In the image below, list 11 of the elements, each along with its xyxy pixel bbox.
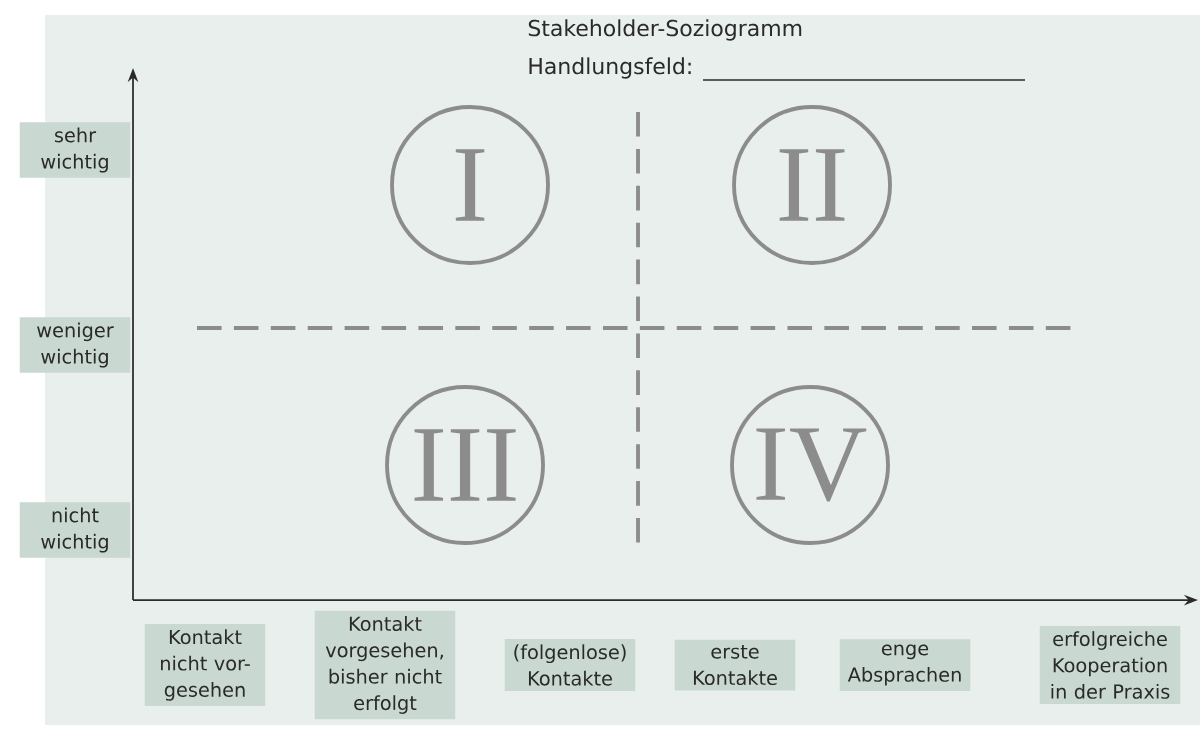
contact-label: erste Kontakte xyxy=(674,639,796,691)
field-label: Handlungsfeld: xyxy=(529,57,691,79)
contact-label: erfolgreiche Kooperation in der Praxis xyxy=(1039,625,1181,705)
importance-label: sehr wichtig xyxy=(19,122,131,178)
contact-label: (folgenlose) Kontakte xyxy=(504,639,636,691)
contact-label: enge Absprachen xyxy=(839,639,971,691)
contact-label: Kontakt vorgesehen, bisher nicht erfolgt xyxy=(314,610,456,720)
contact-label: Kontakt nicht vor- gesehen xyxy=(144,624,266,706)
title: Stakeholder-Soziogramm xyxy=(528,19,802,41)
importance-label: weniger wichtig xyxy=(19,317,131,373)
importance-label: nicht wichtig xyxy=(19,502,131,558)
